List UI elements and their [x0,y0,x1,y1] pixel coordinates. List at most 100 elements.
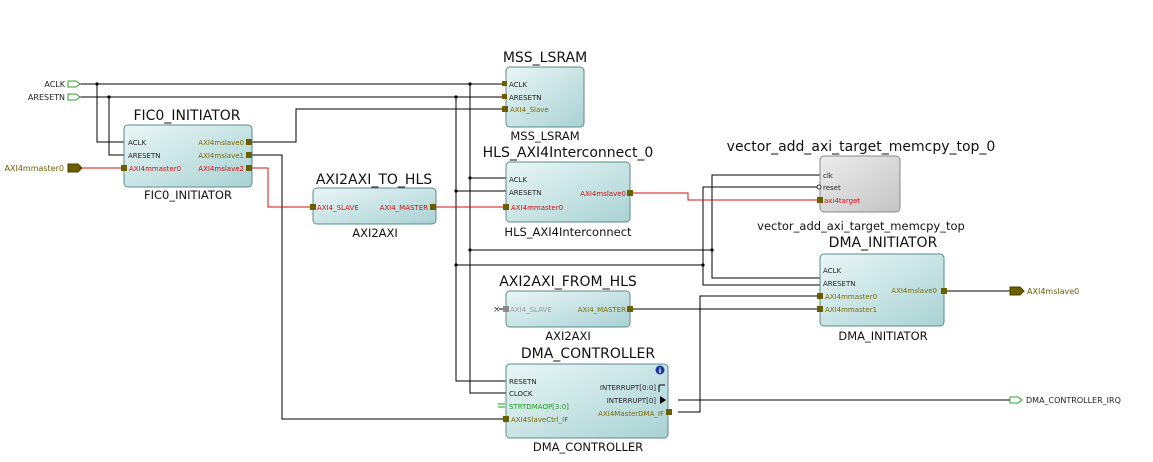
pin-label: ACLK [128,139,146,147]
block-subtitle: AXI2AXI [545,329,591,343]
bus-pin-marker [941,288,947,294]
pin-label: axi4target [824,197,860,205]
bus-pin-marker [817,293,823,299]
bus-pin-marker [627,190,633,196]
port-axi4mslave0[interactable]: AXI4mslave0 [1009,286,1079,296]
bus-pin-marker [503,416,509,422]
block-subtitle: FIC0_INITIATOR [144,188,232,202]
block-title: AXI2AXI_FROM_HLS [499,274,637,290]
bus-pin-marker [666,409,672,415]
pin-label: AXI4_SLAVE [317,204,359,212]
pin-label: STRTDMAOP[3:0] [509,403,569,411]
info-icon-glyph: i [659,367,661,375]
bus-pin-marker [430,204,436,210]
unconnected-pin-icon: × [493,305,501,315]
block-subtitle: AXI2AXI [352,226,398,240]
block-title: DMA_CONTROLLER [521,346,655,362]
pin-marker [816,184,822,190]
pin-label: AXI4_MASTER [578,306,627,314]
block-body [819,155,901,213]
port-aresetn-label: ARESETN [28,93,65,102]
pin-label: AXI4_Slave [510,106,549,114]
pin-label: AXI4mmaster0 [129,165,181,173]
pin-label: AXI4_MASTER [380,204,429,212]
block-title: HLS_AXI4Interconnect_0 [483,145,654,161]
pin-label: RESETN [509,378,537,386]
block-axi2axi-from-hls[interactable]: AXI2AXI_FROM_HLS × AXI4_SLAVE AXI4_MASTE… [493,274,637,343]
pin-label: ARESETN [509,94,541,102]
input-port-icon [67,93,81,101]
pin-label: ARESETN [823,280,855,288]
input-port-icon [67,80,81,88]
block-subtitle: vector_add_axi_target_memcpy_top [757,219,965,233]
block-subtitle: MSS_LSRAM [510,129,579,143]
bus-pin-marker [246,152,252,158]
block-mss-lsram[interactable]: MSS_LSRAM ACLK ARESETN AXI4_Slave MSS_LS… [502,50,587,143]
block-title: vector_add_axi_target_memcpy_top_0 [727,139,996,155]
bus-pin-marker [503,306,509,312]
block-dma-controller[interactable]: DMA_CONTROLLER i RESETN CLOCK STRTDMAOP[… [498,346,672,454]
bus-pin-marker [627,306,633,312]
pin-label: CLOCK [509,390,533,398]
pin-label: AXI4mmaster0 [511,204,563,212]
block-hls-axi4interconnect[interactable]: HLS_AXI4Interconnect_0 ACLK ARESETN AXI4… [483,145,654,239]
port-dma-controller-irq[interactable]: DMA_CONTROLLER_IRQ [1009,396,1121,405]
bus-pin-marker [817,197,823,203]
pin-label: INTERRUPT[0:0] [600,384,656,392]
bus-port-icon [1009,286,1025,296]
block-body [505,363,669,439]
port-axi4mslave0-label: AXI4mslave0 [1027,287,1079,296]
port-axi4mmaster0-label: AXI4mmaster0 [5,164,65,173]
bus-pin-marker [310,204,316,210]
port-aclk[interactable]: ACLK [44,80,81,89]
port-aresetn[interactable]: ARESETN [28,93,81,102]
pin-label: AXI4MasterDMA_IF [598,410,664,418]
pin-label: clk [823,172,834,180]
bus-stub-icon [498,403,505,408]
pin-label: ARESETN [128,152,160,160]
pin-label: ACLK [823,267,841,275]
pin-label: AXI4mslave0 [891,287,937,295]
block-subtitle: DMA_INITIATOR [838,329,927,343]
port-axi4mmaster0[interactable]: AXI4mmaster0 [5,163,83,173]
block-title: DMA_INITIATOR [829,235,938,251]
pin-label: AXI4SlaveCtrl_IF [511,416,568,424]
bus-pin-marker [246,139,252,145]
block-dma-initiator[interactable]: DMA_INITIATOR ACLK ARESETN AXI4mmaster0 … [817,235,947,343]
pin-label: AXI4mslave0 [580,190,626,198]
pin-label: ACLK [509,176,527,184]
pin-label: AXI4mmaster0 [825,293,877,301]
pin-label: AXI4mslave1 [198,152,244,160]
block-vector-add[interactable]: vector_add_axi_target_memcpy_top_0 clk r… [727,139,996,233]
bus-pin-marker [502,106,508,112]
bus-port-icon [67,163,83,173]
bus-pin-marker [817,306,823,312]
bus-output-icon [658,384,665,392]
output-arrow-icon [660,396,666,404]
pin-label: AXI4mslave2 [198,165,244,173]
info-icon[interactable] [655,365,665,375]
pin-label: ARESETN [509,189,541,197]
pin-label: INTERRUPT[0] [607,397,657,405]
pin-marker [502,81,507,86]
block-subtitle: HLS_AXI4Interconnect [504,225,632,239]
pin-label: ACLK [509,81,527,89]
block-subtitle: DMA_CONTROLLER [533,440,643,454]
port-dma-controller-irq-label: DMA_CONTROLLER_IRQ [1026,396,1121,405]
bus-pin-marker [246,165,252,171]
block-fic0-initiator[interactable]: FIC0_INITIATOR ACLK ARESETN AXI4mmaster0… [121,108,253,202]
block-title: MSS_LSRAM [503,50,587,66]
port-aclk-label: ACLK [44,80,65,89]
block-title: AXI2AXI_TO_HLS [316,172,432,188]
bus-pin-marker [121,165,127,171]
pin-label: AXI4mmaster1 [825,306,877,314]
pin-marker [502,94,507,99]
pin-label: AXI4_SLAVE [510,306,552,314]
bus-pin-marker [503,204,509,210]
block-axi2axi-to-hls[interactable]: AXI2AXI_TO_HLS AXI4_SLAVE AXI4_MASTER AX… [310,172,437,240]
pin-label: AXI4mslave0 [198,139,244,147]
wire-junctions [95,82,714,267]
output-port-icon [1009,396,1023,404]
block-title: FIC0_INITIATOR [133,108,240,124]
